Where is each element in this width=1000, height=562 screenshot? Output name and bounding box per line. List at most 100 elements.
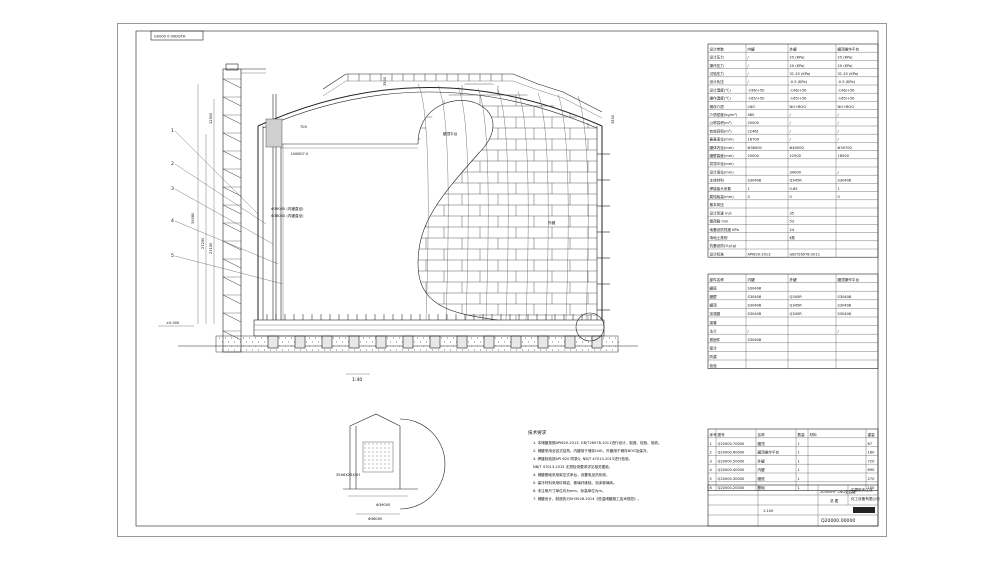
design-table-cell: 拱顶半径(mm)	[710, 161, 735, 166]
parts-list-cell: 720	[868, 459, 876, 463]
callout-3: 3	[171, 186, 174, 192]
anno-elev-2: Φ38000 (内罐直径)	[271, 213, 304, 218]
design-table-cell: /	[748, 64, 750, 68]
design-table-cell: /	[838, 129, 840, 133]
parts-list-cell: Q20000.20000	[718, 486, 746, 490]
detail-marker-circle	[575, 312, 605, 342]
design-table-cell: 0	[790, 195, 793, 199]
design-table-cell: 罐顶操作平台	[838, 46, 860, 51]
material-table-cell: S30408	[748, 286, 762, 290]
design-table-cell: 20 (KPa)	[838, 64, 854, 68]
design-table-cell: GB/T26978-2011	[790, 252, 821, 256]
design-table-cell: 1	[748, 187, 750, 191]
parts-list-cell: 5	[710, 477, 712, 481]
tb-drawing-no: Q20000.00000	[821, 518, 855, 524]
material-table-cell: 防腐	[710, 354, 718, 359]
parts-list-cell: Q20000.30000	[718, 477, 746, 481]
detail-view: 35X6X25X5H Φ39000 Φ36000	[336, 413, 446, 521]
design-table-cell: 35	[790, 211, 795, 215]
view-label: 1:40	[352, 377, 362, 383]
dim-dome-rise: 3500	[383, 76, 387, 86]
design-table-cell: 腐蚀裕量(mm)	[710, 194, 735, 199]
design-table-cell: 20000	[748, 154, 760, 158]
tb-company-2: 化工设备有限公司	[851, 496, 880, 501]
design-table-cell: 18700	[748, 138, 760, 142]
design-table-cell: 储存介质	[710, 104, 725, 109]
design-table-cell: 罐壁高度(mm)	[710, 153, 735, 158]
detail-label-1: 35X6X25X5H	[336, 473, 360, 477]
material-table-cell: 检验	[710, 363, 718, 368]
design-table-cell: /	[790, 129, 792, 133]
callout-4: 4	[171, 218, 174, 224]
parts-list-cell: 序号	[710, 432, 718, 437]
parts-list-cell: 材料	[810, 432, 818, 437]
design-table-cell: -0.5 (KPa)	[790, 80, 808, 84]
material-table-cell: 加强圈	[710, 311, 721, 316]
material-table-cell: Q345R	[790, 312, 803, 316]
design-table-cell: 设计标准	[710, 251, 725, 256]
detail-roof	[349, 413, 401, 427]
design-table-cell: 试验压力	[710, 71, 725, 76]
design-table-cell: 介质密度(kg/m³)	[710, 112, 738, 117]
roof-platform-rail	[322, 73, 603, 113]
design-table-cell: 20 (KPa)	[790, 64, 806, 68]
tank-section-view: 1 2 3 4 5 39080 27250 23150 12500 3500 3…	[158, 63, 638, 383]
material-table-cell: 罐底	[710, 285, 718, 290]
design-table-cell: -165/+50	[838, 97, 856, 101]
tb-subtitle: 总 图	[830, 498, 839, 503]
callout-5: 5	[171, 253, 174, 259]
design-table-cell: 设计负压	[710, 79, 725, 84]
rail-posts	[347, 74, 503, 81]
design-table-cell: /	[748, 72, 750, 76]
note-line-6: 5. 保冷材料采用珍珠岩、玻璃纤维毡、泡沫玻璃砖。	[533, 480, 617, 485]
material-table-cell: Q345R	[790, 295, 803, 299]
callout-leaders	[174, 130, 284, 285]
dim-left-total: 39080	[191, 212, 195, 224]
design-table-cell: NG+BOG	[790, 105, 807, 109]
design-table-cell: 480	[748, 113, 756, 117]
material-table-cell: S30408	[748, 338, 762, 342]
design-table-cell: S30408	[838, 179, 852, 183]
material-table-cell: 紧固件	[710, 337, 721, 342]
material-table-cell: 罐顶操作平台	[838, 277, 860, 282]
note-line-1: 1. 本储罐按照API620-2013, GB/T26978-2011进行设计、…	[533, 440, 662, 445]
parts-list-cell: 1	[798, 442, 800, 446]
parts-list-cell: 外罐	[758, 458, 766, 463]
anno-elev-1: Φ39000 (内罐直径)	[271, 206, 304, 211]
anno-pipe: 罐顶平台	[443, 131, 458, 136]
design-table-cell: /	[838, 138, 840, 142]
parts-list-cell: 数量	[798, 432, 806, 437]
technical-notes: 技术要求 1. 本储罐按照API620-2013, GB/T26978-2011…	[528, 429, 662, 501]
parts-list-cell: 1	[798, 486, 800, 490]
design-table-cell: -196/+50	[838, 88, 856, 92]
note-line-5: 4. 储罐基础采用架空式承台，设置电加热系统。	[533, 472, 609, 477]
design-table-cell: 31.25 (KPa)	[790, 72, 811, 76]
parts-list-cell: 罐顶操作平台	[758, 450, 780, 455]
design-table-cell: 25 (KPa)	[790, 56, 806, 60]
dim-left-top: 12500	[209, 112, 213, 124]
material-table-cell: 内罐	[748, 277, 756, 282]
design-table-cell: 外罐	[790, 46, 798, 51]
design-table-cell: 最高液位(mm)	[710, 137, 735, 142]
engineering-drawing: G0000 0 00DGTH	[135, 30, 880, 527]
design-table-cell: 基本风压	[710, 202, 725, 207]
parts-list-cell: Q20000.50000	[718, 459, 746, 463]
design-table-cell: /	[838, 113, 840, 117]
detail-insulation	[364, 443, 390, 469]
dome-roof	[257, 87, 603, 127]
design-table-cell: 操作温度(℃)	[710, 96, 732, 101]
tank-bottom-slab	[253, 319, 605, 337]
material-table-cell: S30408	[748, 295, 762, 299]
parts-list-cell: 1	[710, 442, 712, 446]
dome-ribs	[417, 83, 589, 321]
parts-list-cell: 6	[710, 486, 713, 490]
design-table-cell: 设计液位(mm)	[710, 169, 735, 174]
design-table-cell: S30408	[748, 179, 762, 183]
design-table-cell: 主体材料	[710, 178, 725, 183]
parts-list-cell: 重量	[868, 432, 876, 437]
anno-deck: LN0007.0	[291, 152, 309, 156]
material-table-cell: S30408	[748, 304, 762, 308]
foundation-hatch	[219, 337, 619, 351]
